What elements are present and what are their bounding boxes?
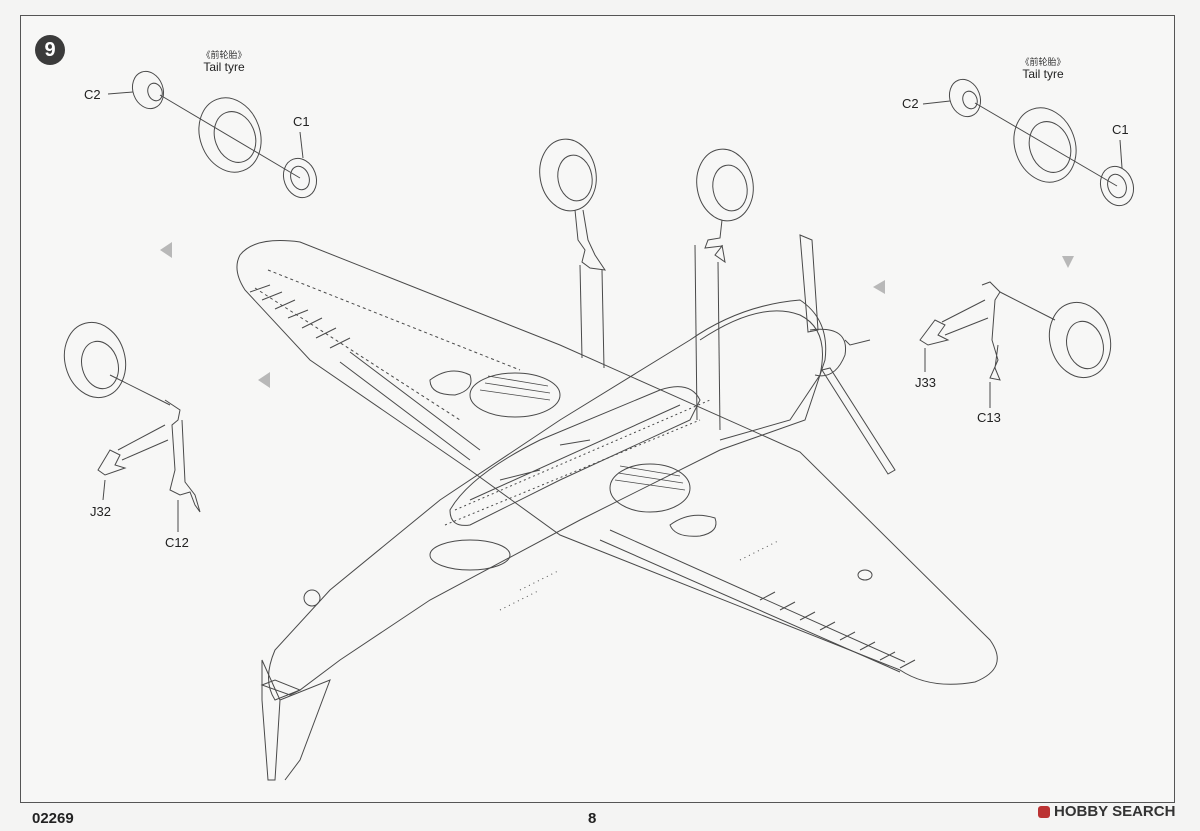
- cowling: [699, 310, 823, 441]
- right-c2-label: C2: [902, 96, 919, 111]
- main-wing: [236, 240, 998, 685]
- right-tail-tyre: [1013, 107, 1077, 183]
- canopy: [449, 386, 701, 526]
- left-tail-tyre: [198, 97, 262, 173]
- left-wing-flaps: [249, 284, 481, 461]
- center-right-wheel: [696, 148, 754, 222]
- left-c1-label: C1: [293, 114, 310, 129]
- hobby-search-watermark: HOBBY SEARCH: [1038, 803, 1175, 820]
- watermark-text: HOBBY SEARCH: [1054, 803, 1176, 820]
- j33-label: J33: [915, 375, 936, 390]
- tail-fin: [261, 659, 331, 781]
- c12-label: C12: [165, 535, 189, 550]
- right-tail-tyre-cn-label: 《前轮胎》: [1020, 57, 1066, 67]
- left-c2-label: C2: [84, 87, 101, 102]
- left-tail-tyre-label: Tail tyre: [203, 60, 245, 74]
- right-main-wheel: [1048, 301, 1112, 379]
- tail-wheel: [303, 589, 321, 607]
- right-main-gear-assembly: [919, 281, 1112, 408]
- left-main-wheel: [63, 321, 127, 399]
- j32-label: J32: [90, 504, 111, 519]
- wheel-well-right: [609, 463, 691, 513]
- c13-label: C13: [977, 410, 1001, 425]
- left-c2-hub: [131, 70, 165, 110]
- propeller: [799, 234, 896, 475]
- instruction-sheet-border: [20, 15, 1175, 803]
- center-left-wheel: [539, 138, 597, 212]
- left-tail-tyre-cn-label: 《前轮胎》: [201, 50, 247, 60]
- right-c1-label: C1: [1112, 122, 1129, 137]
- right-c1-hub: [1099, 165, 1135, 207]
- left-tail-tyre-assembly: [107, 70, 318, 199]
- arrow-icon-4: [1062, 256, 1074, 268]
- right-tail-tyre-label: Tail tyre: [1022, 67, 1064, 81]
- j32-part: [97, 449, 127, 476]
- right-tail-tyre-assembly: [922, 78, 1135, 207]
- arrow-icon-2: [258, 372, 270, 388]
- wheel-well-left: [469, 372, 561, 418]
- center-main-gear-legs: [539, 138, 754, 431]
- page-number: 8: [588, 810, 597, 827]
- left-c1-hub: [282, 157, 318, 199]
- arrow-icon-1: [160, 242, 172, 258]
- left-main-gear-assembly: [63, 321, 201, 532]
- tail-plane: [260, 679, 302, 696]
- arrow-icon-3: [873, 280, 885, 294]
- j33-part: [919, 319, 950, 346]
- right-wing-flaps: [599, 529, 916, 673]
- step-number-badge: 9: [35, 35, 65, 65]
- hobby-search-logo-icon: [1038, 805, 1050, 818]
- product-code: 02269: [32, 810, 74, 827]
- direction-arrows: [160, 242, 1074, 388]
- right-c2-hub: [948, 78, 982, 118]
- fuselage: [268, 299, 827, 701]
